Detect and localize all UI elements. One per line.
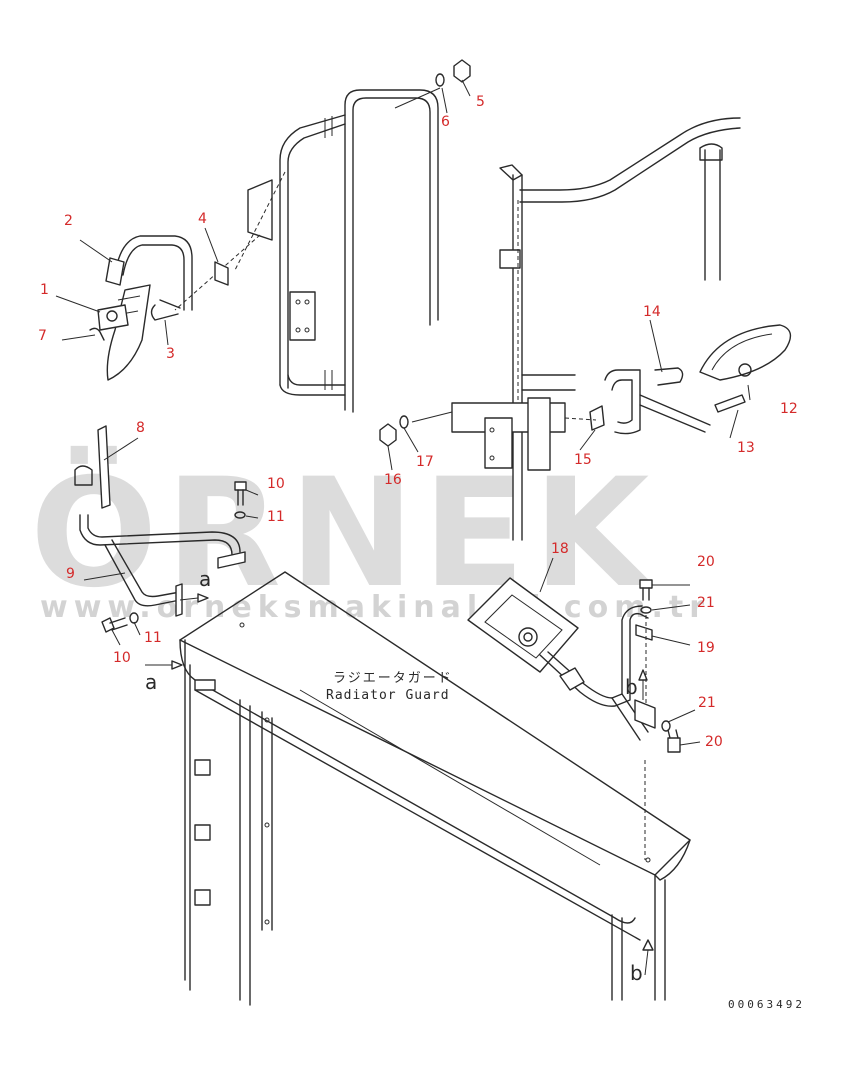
- watermark-brand: ÖRNEK: [30, 445, 657, 621]
- callout-19: 19: [697, 640, 715, 656]
- callout-5: 5: [476, 94, 485, 110]
- document-number: 00063492: [728, 998, 805, 1011]
- callout-8: 8: [136, 420, 145, 436]
- callout-17: 17: [416, 454, 434, 470]
- part-label-japanese: ラジエータガード: [333, 671, 453, 686]
- watermark: ÖRNEK www.orneksmakinalari.com.tr: [30, 445, 710, 625]
- callout-6: 6: [441, 114, 450, 130]
- callout-21-upper: 21: [697, 595, 715, 611]
- callout-15: 15: [574, 452, 592, 468]
- callout-14: 14: [643, 304, 661, 320]
- callout-4: 4: [198, 211, 207, 227]
- view-marker-a-upper: a: [199, 567, 211, 591]
- callout-20-lower: 20: [705, 734, 723, 750]
- callout-1: 1: [40, 282, 49, 298]
- leader-lines: [55, 79, 751, 746]
- callout-12: 12: [780, 401, 798, 417]
- small-mirror-assembly: [74, 425, 247, 633]
- callout-20-upper: 20: [697, 554, 715, 570]
- view-markers: a a b b: [145, 567, 643, 985]
- callout-11-upper: 11: [267, 509, 285, 525]
- callout-10-upper: 10: [267, 476, 285, 492]
- callout-11-lower: 11: [144, 630, 162, 646]
- left-mirror-stay-assembly: [89, 59, 471, 413]
- callout-13: 13: [737, 440, 755, 456]
- callout-2: 2: [64, 213, 73, 229]
- view-marker-b-upper: b: [625, 675, 638, 699]
- view-marker-b-lower: b: [630, 961, 643, 985]
- watermark-url: www.orneksmakinalari.com.tr: [40, 590, 710, 625]
- part-label: ラジエータガード Radiator Guard: [326, 671, 453, 703]
- radiator-guard: [145, 571, 691, 1006]
- callout-21-lower: 21: [698, 695, 716, 711]
- callout-numbers: 2 1 7 3 4 5 6 8 9 10 10 11 11 12 13 14 1…: [38, 94, 798, 750]
- callout-16: 16: [384, 472, 402, 488]
- right-lower-mirror-assembly: [467, 577, 681, 753]
- callout-18: 18: [551, 541, 569, 557]
- part-label-english: Radiator Guard: [326, 688, 450, 703]
- right-mirror-assembly: [379, 117, 792, 541]
- view-marker-a-lower: a: [145, 670, 157, 694]
- callout-3: 3: [166, 346, 175, 362]
- callout-7: 7: [38, 328, 47, 344]
- callout-10-lower: 10: [113, 650, 131, 666]
- callout-9: 9: [66, 566, 75, 582]
